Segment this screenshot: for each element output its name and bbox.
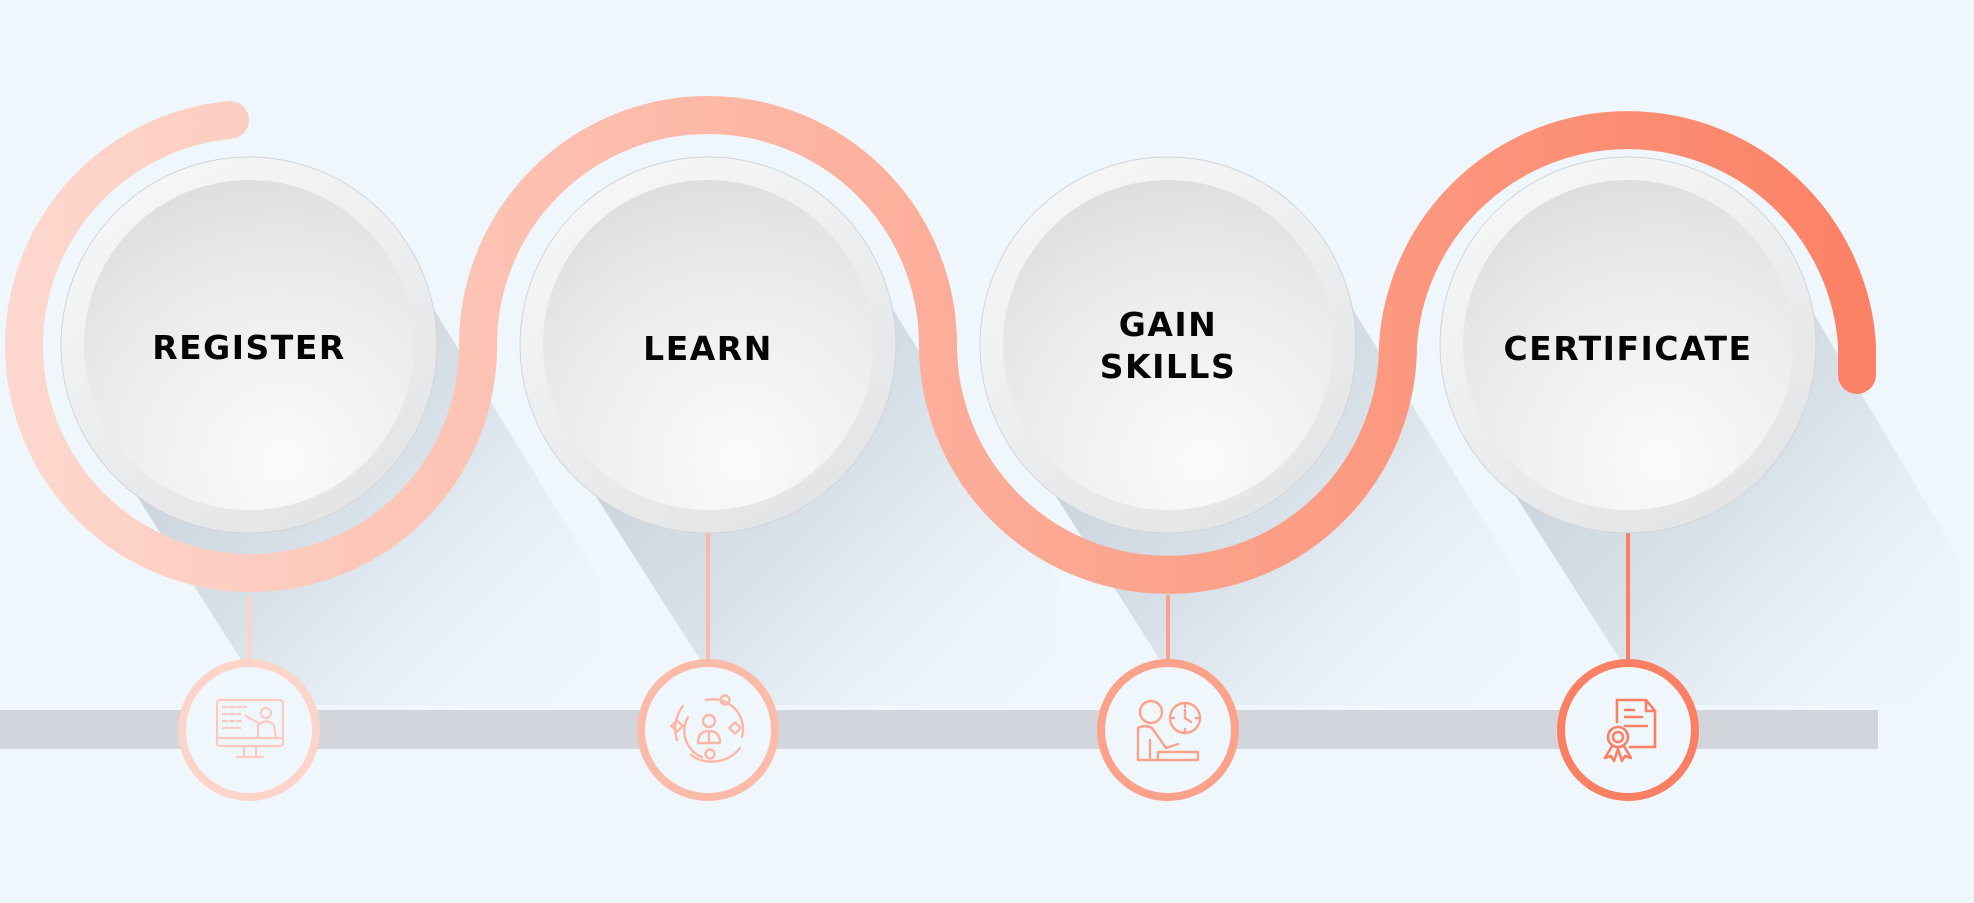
person-studying-clock-icon	[1136, 699, 1202, 762]
icon-ring-gain-skills	[1097, 659, 1239, 801]
online-teaching-monitor-icon	[215, 698, 285, 759]
step-label-register: REGISTER	[152, 328, 346, 367]
step-disk-certificate	[1439, 156, 1817, 534]
progress-wave	[5, 96, 1876, 594]
step-label-certificate: CERTIFICATE	[1503, 329, 1753, 368]
step-disk-gain-skills	[979, 156, 1357, 534]
icon-ring-register	[178, 659, 320, 801]
step-disk-register	[60, 156, 438, 534]
step-label-learn: LEARN	[643, 329, 773, 368]
icon-ring-certificate	[1557, 659, 1699, 801]
step-label-gain-skills: GAIN SKILLS	[1099, 305, 1237, 386]
certificate-award-icon	[1603, 698, 1657, 763]
step-disk-learn	[519, 156, 897, 534]
networking-person-orbit-icon	[670, 694, 745, 763]
